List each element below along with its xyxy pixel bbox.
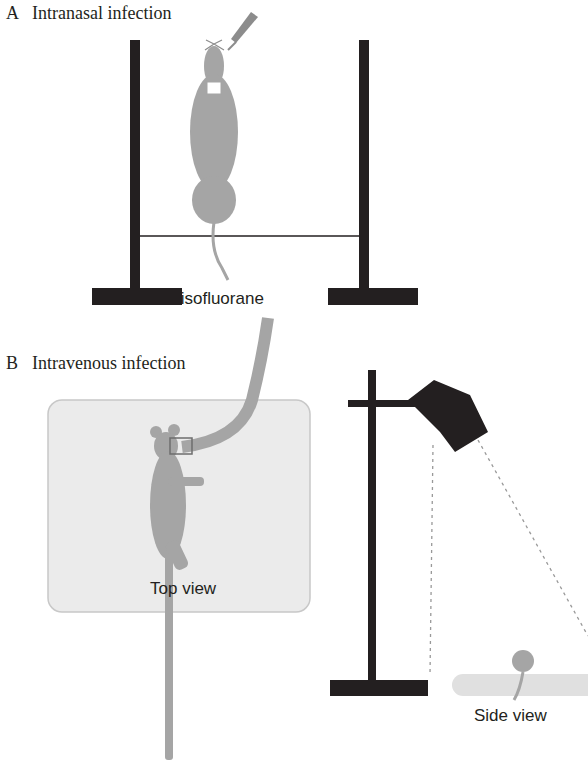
panel-letter: A <box>6 4 19 24</box>
hanging-mouse <box>190 40 238 280</box>
tube-label: To isofluorane <box>158 290 264 309</box>
panel-title: Intranasal infection <box>32 4 171 24</box>
light-cone <box>430 440 588 675</box>
suspension-wire <box>140 235 359 237</box>
ring-stand <box>92 40 418 305</box>
nose-cone <box>170 438 192 454</box>
side-view-mouse <box>512 650 534 700</box>
panel-letter: B <box>6 354 18 374</box>
view-label: Top view <box>150 580 216 599</box>
heat-lamp <box>330 370 488 696</box>
view-label: Side view <box>474 707 547 726</box>
heating-pad <box>48 400 310 612</box>
anesthesia-tube <box>182 318 268 447</box>
panel-title: Intravenous infection <box>32 354 185 374</box>
pipette <box>228 12 258 50</box>
